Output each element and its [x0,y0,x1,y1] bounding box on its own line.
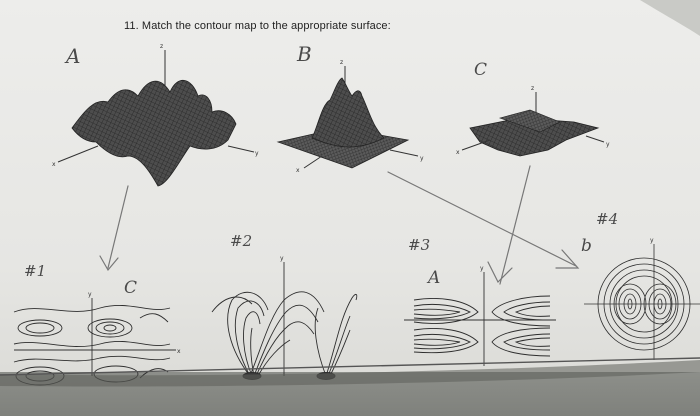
surface-c: z x y [456,85,610,157]
contour-map-3: y [404,265,556,366]
surface-b: z x y [276,59,424,174]
paper-curl [640,0,700,36]
contour-map-2: y [211,255,358,380]
paper-edge-shadow [0,360,700,387]
surface-b-y-label: y [420,155,424,162]
surface-c-z-label: z [531,85,534,92]
contour-3-answer: A [428,268,441,288]
arrow-b-to-4-head [555,249,580,269]
surface-c-label: C [474,60,488,80]
contour-1-label: #1 [24,262,47,280]
surface-b-label: B [297,42,312,66]
contour-2-label: #2 [230,232,253,250]
question-text: 11. Match the contour map to the appropr… [124,20,391,32]
surface-c-x-label: x [456,149,460,156]
arrow-c-to-3 [499,165,531,285]
contour-map-4: y [584,237,700,360]
arrow-a-to-1 [107,185,129,269]
surface-b-z-label: z [340,59,343,66]
arrow-a-to-1-head [99,255,119,272]
surface-a-y-label: y [255,150,259,157]
surface-c-y-label: y [606,141,610,148]
contour-1-answer: C [124,278,138,298]
arrow-b-to-4 [387,171,577,267]
contour-2-y-label: y [280,255,284,262]
surface-a: z x y [52,43,259,187]
contour-4-answer: b [581,236,592,256]
surface-a-label: A [66,44,81,68]
surface-a-x-label: x [52,161,56,168]
contour-3-y-label: y [480,265,484,272]
paper-bottom-edge [0,357,700,376]
contour-1-x-label: x [177,348,181,355]
surface-b-x-label: x [296,167,300,174]
surface-a-z-label: z [160,43,163,50]
arrow-c-to-3-head [487,261,513,284]
contour-1-y-label: y [88,291,92,298]
contour-4-y-label: y [650,237,654,244]
contour-4-label: #4 [596,210,619,228]
answer-arrows [99,165,580,285]
contour-3-label: #3 [408,236,431,254]
